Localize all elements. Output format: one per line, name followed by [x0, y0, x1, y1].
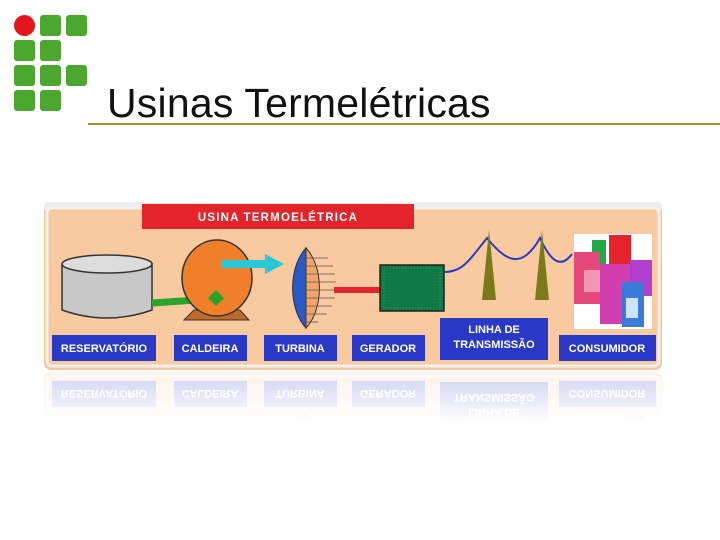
steam-arrow-icon — [221, 254, 284, 274]
diagram-banner — [142, 204, 414, 229]
svg-text:CALDEIRA: CALDEIRA — [182, 343, 239, 355]
valve-diamond-icon — [208, 290, 224, 306]
slide-title: Usinas Termelétricas — [107, 80, 491, 126]
reservoir-tank-icon — [61, 254, 153, 319]
thermal-plant-diagram: USINA TERMOELÉTRICA — [44, 202, 662, 370]
diagram-reflection — [44, 372, 662, 422]
svg-text:RESERVATÓRIO: RESERVATÓRIO — [61, 342, 148, 355]
svg-text:LINHA DE: LINHA DE — [468, 324, 520, 336]
turbine-icon — [292, 246, 336, 330]
svg-text:GERADOR: GERADOR — [360, 343, 416, 355]
boiler-icon — [181, 239, 253, 321]
svg-text:CONSUMIDOR: CONSUMIDOR — [569, 343, 645, 355]
generator-icon — [379, 264, 445, 312]
city-buildings-icon — [574, 234, 652, 329]
institution-logo-icon — [14, 15, 88, 111]
svg-text:TURBINA: TURBINA — [275, 343, 325, 355]
transmission-line-icon — [443, 230, 573, 300]
svg-text:TRANSMISSÃO: TRANSMISSÃO — [453, 338, 535, 351]
title-underline — [88, 123, 720, 125]
diagram-banner-text: USINA TERMOELÉTRICA — [198, 211, 358, 224]
component-labels: RESERVATÓRIO CALDEIRA TURBINA GERADOR LI… — [52, 318, 656, 361]
